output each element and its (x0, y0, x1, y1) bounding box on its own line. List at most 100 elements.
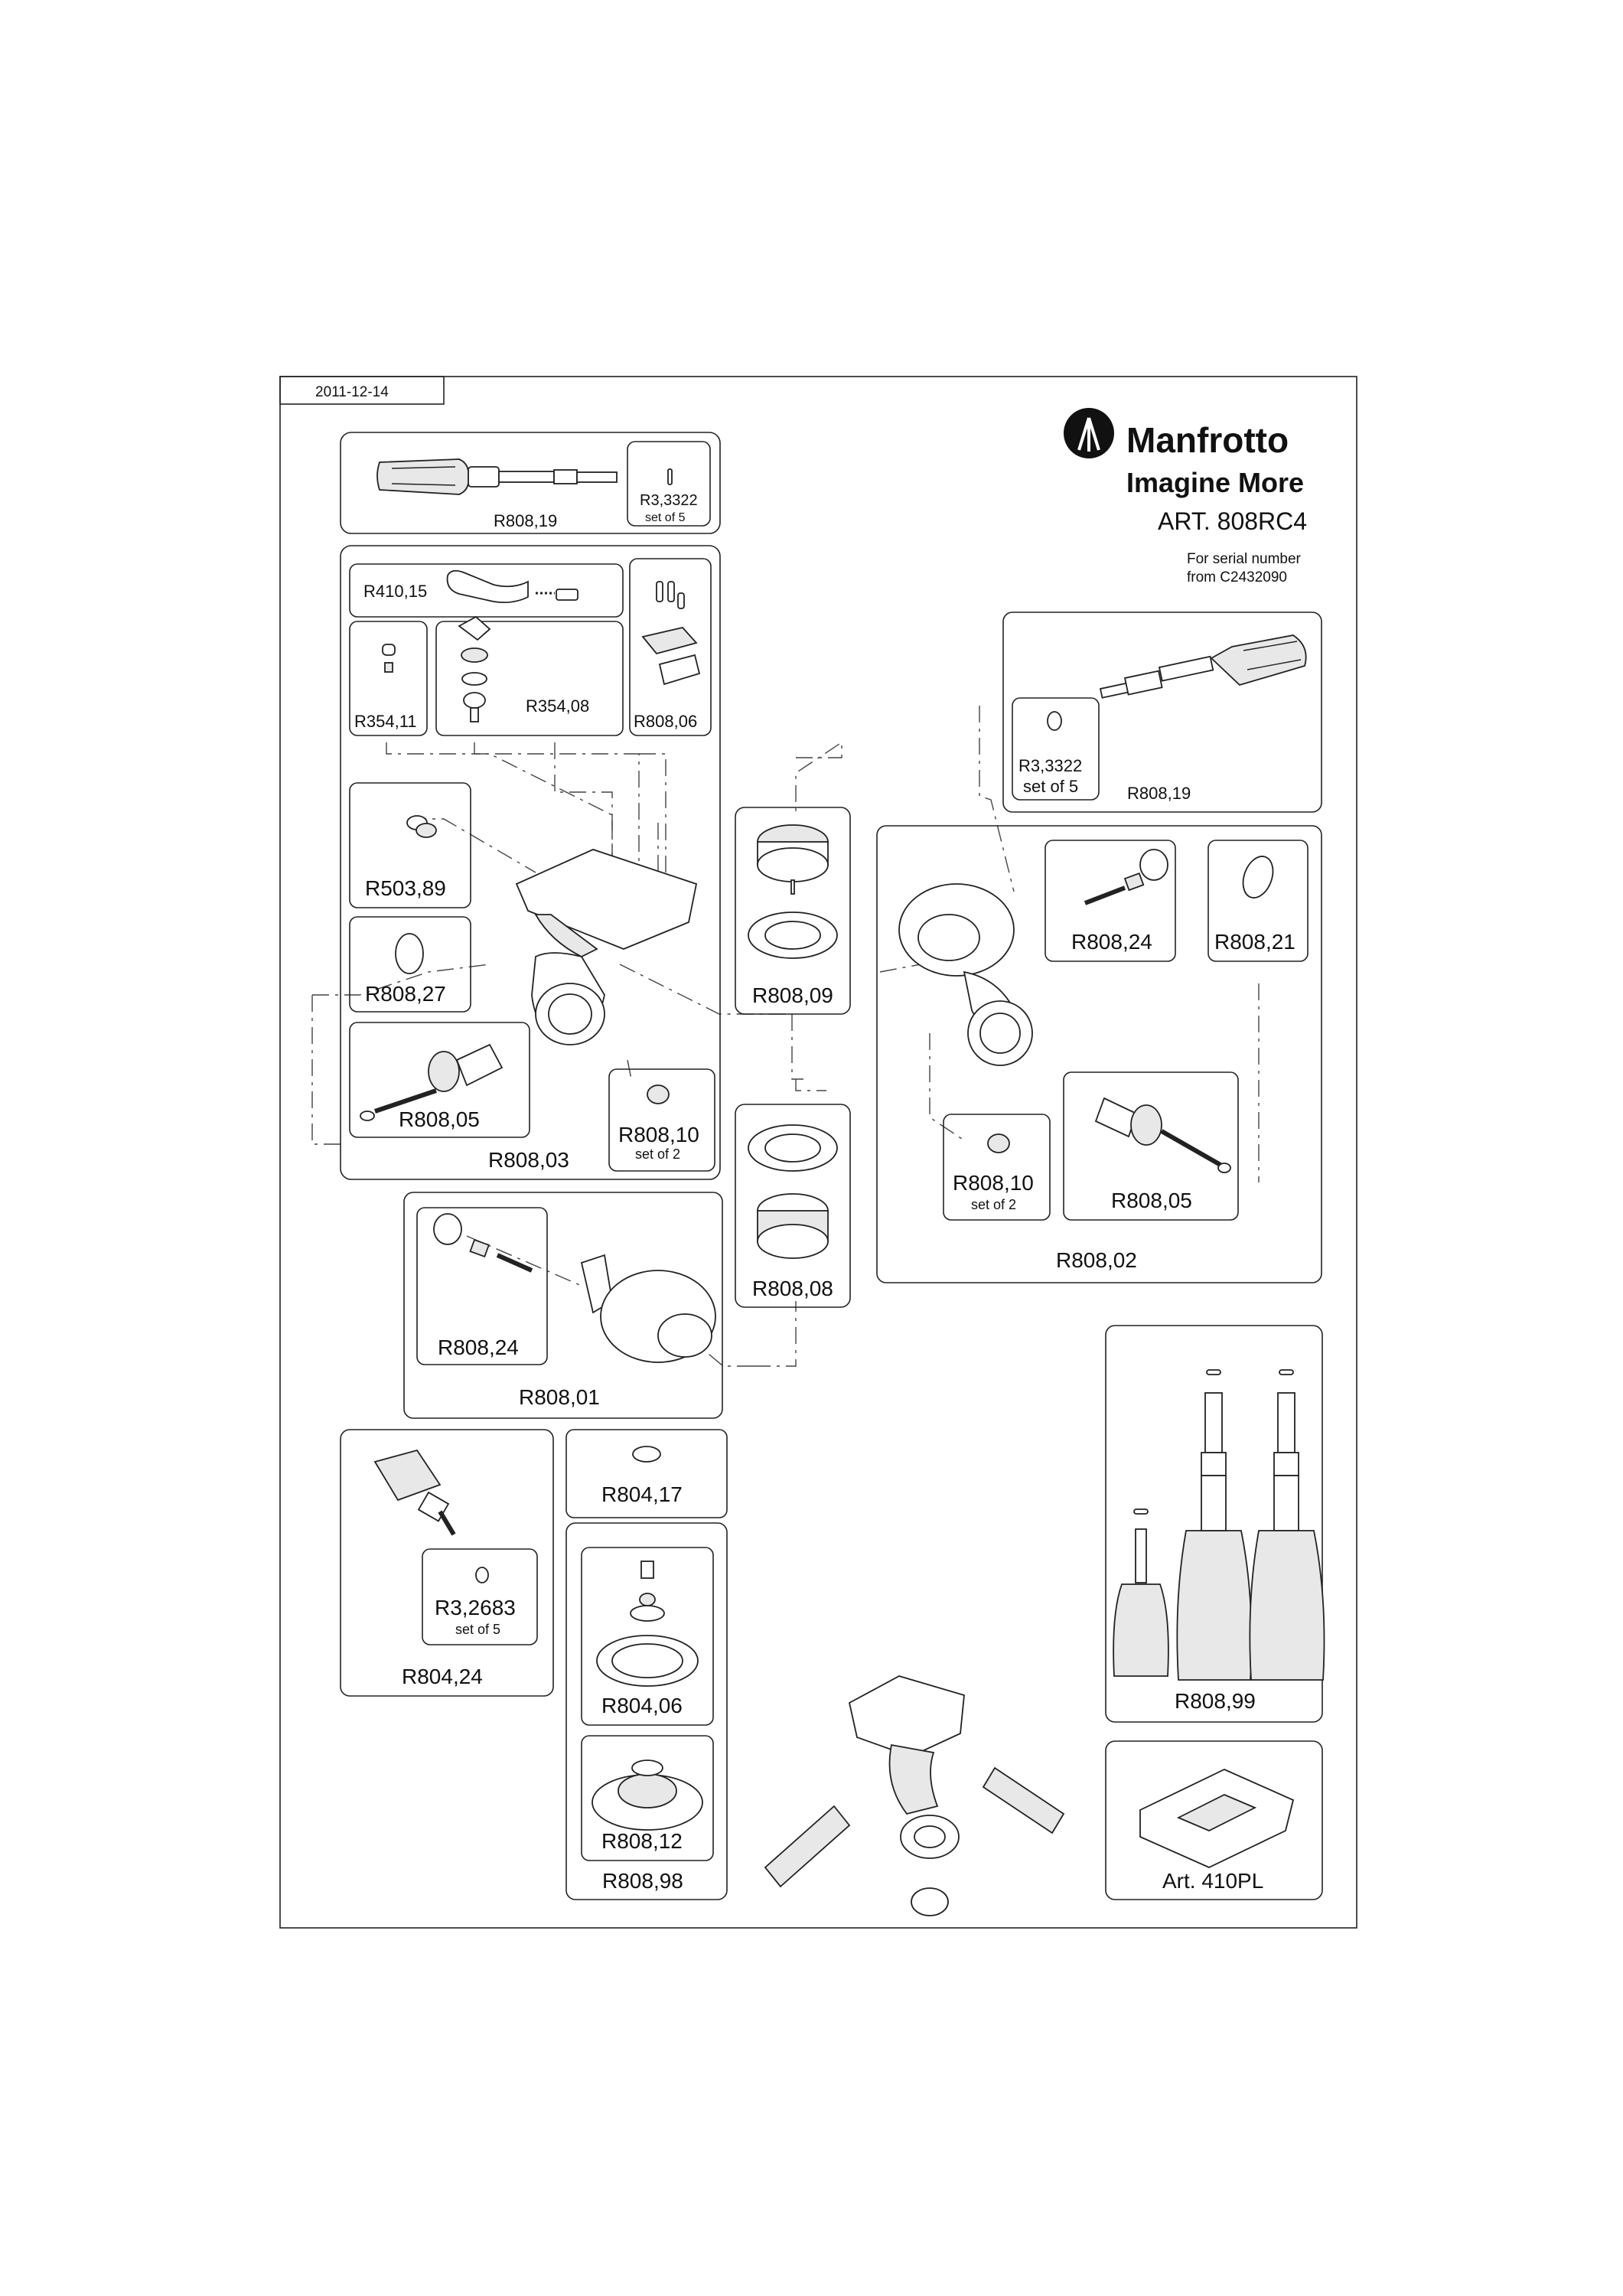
label-r808-10-left: R808,10 (618, 1123, 699, 1146)
box-r808-24-right (1045, 840, 1176, 962)
label-r503-89: R503,89 (365, 876, 446, 900)
box-r410-15 (349, 563, 624, 618)
label-r808-27: R808,27 (365, 982, 446, 1006)
lock-knob-assembly-part (458, 615, 491, 722)
release-lever-part (446, 569, 578, 604)
box-r804-24 (340, 1429, 554, 1697)
label-r808-02: R808,02 (1056, 1248, 1137, 1272)
label-r354-08: R354,08 (526, 696, 589, 716)
quick-release-platform-part (515, 849, 698, 1045)
label-set5-right: set of 5 (1023, 777, 1078, 796)
box-r3-3322-right (1012, 697, 1100, 801)
ring-r808-09-part (748, 824, 838, 959)
base-plate-r808-12-part (592, 1760, 703, 1831)
date-tab (279, 376, 445, 405)
label-r808-21: R808,21 (1214, 930, 1295, 954)
tilt-body-part (898, 883, 1033, 1066)
label-r808-08: R808,08 (752, 1277, 833, 1300)
box-r808-05-left (349, 1022, 530, 1138)
label-r808-19-right: R808,19 (1127, 784, 1191, 803)
box-r808-12 (581, 1735, 714, 1861)
serial-line-2: from C2432090 (1187, 569, 1287, 585)
clamp-block-part (641, 581, 701, 686)
label-r808-01: R808,01 (519, 1385, 600, 1409)
label-r808-05-left: R808,05 (399, 1107, 480, 1131)
box-r808-19-right (1002, 612, 1322, 813)
sheet-frame (279, 376, 1357, 1929)
assembled-head-illustration (764, 1675, 1065, 1916)
label-r808-24-right: R808,24 (1071, 930, 1152, 954)
label-r808-24-mid: R808,24 (438, 1336, 519, 1359)
lock-knob-r804-24-part (373, 1449, 456, 1536)
label-r804-17: R804,17 (601, 1482, 683, 1506)
date-label: 2011-12-14 (315, 384, 389, 400)
box-r354-08 (435, 621, 624, 736)
brand-tagline: Imagine More (1126, 467, 1304, 498)
box-r804-17 (565, 1429, 728, 1518)
label-r808-12: R808,12 (601, 1829, 683, 1853)
box-art-410pl (1105, 1740, 1323, 1900)
button-r808-10-right-part (987, 1133, 1010, 1153)
box-r3-3322-top (627, 441, 711, 527)
label-r808-03: R808,03 (488, 1148, 569, 1172)
knob-nut-part (406, 815, 437, 838)
box-r808-01 (403, 1192, 723, 1419)
box-r808-06 (629, 558, 712, 736)
label-r3-2683: R3,2683 (435, 1596, 516, 1619)
handles-r808-99-part (1113, 1369, 1325, 1681)
box-r808-08 (735, 1104, 851, 1308)
box-r804-06 (581, 1547, 714, 1726)
box-r808-10-left (608, 1068, 715, 1172)
box-r808-27 (349, 916, 471, 1013)
label-r808-99: R808,99 (1175, 1689, 1256, 1713)
box-r808-21 (1207, 840, 1309, 962)
small-pin-top-part (667, 468, 673, 485)
box-r808-09 (735, 807, 851, 1015)
o-ring-right-part (1047, 711, 1062, 731)
label-r804-06: R804,06 (601, 1694, 683, 1717)
manfrotto-logo: Manfrotto (1064, 408, 1289, 460)
box-r354-11 (349, 621, 428, 736)
box-r808-24-mid (416, 1207, 548, 1365)
label-art-410pl: Art. 410PL (1162, 1869, 1263, 1893)
o-ring-r3-2683-part (475, 1567, 489, 1583)
label-r808-09: R808,09 (752, 983, 833, 1007)
label-r3-3322-right: R3,3322 (1018, 756, 1082, 775)
label-r808-98: R808,98 (602, 1869, 683, 1893)
disc-r808-27-part (395, 933, 424, 974)
knob-screw-mid-part (433, 1213, 533, 1273)
serial-line-1: For serial number (1187, 551, 1302, 567)
box-r503-89 (349, 782, 471, 908)
grub-screw-part (382, 644, 396, 673)
base-screw-r804-06-part (596, 1561, 699, 1687)
label-set5-bottom: set of 5 (455, 1622, 500, 1637)
knob-screw-right-part (1084, 849, 1168, 905)
label-r808-10-right: R808,10 (953, 1171, 1034, 1195)
label-r808-06: R808,06 (634, 712, 697, 731)
axle-assembly-left-part (360, 1043, 504, 1121)
plate-410pl-part (1139, 1769, 1295, 1868)
label-set5-top: set of 5 (645, 511, 686, 524)
axle-assembly-right-part (1094, 1097, 1231, 1173)
label-r3-3322-top: R3,3322 (640, 492, 698, 509)
label-r410-15: R410,15 (363, 582, 427, 601)
label-set2-right: set of 2 (971, 1197, 1016, 1212)
ring-r808-08-part (748, 1124, 838, 1259)
button-r808-10-left-part (647, 1084, 670, 1104)
box-r808-99 (1105, 1325, 1323, 1723)
pan-handle-right-part (1099, 634, 1307, 699)
box-r808-05-right (1063, 1071, 1239, 1221)
box-r808-19-top (340, 432, 721, 534)
label-r808-05-right: R808,05 (1111, 1189, 1192, 1212)
label-r808-19-top: R808,19 (494, 511, 557, 530)
label-r804-24: R804,24 (402, 1665, 483, 1688)
disc-r804-17-part (632, 1446, 661, 1463)
disc-r808-21-part (1242, 856, 1274, 899)
box-r3-2683 (422, 1548, 538, 1645)
box-r808-10-right (943, 1114, 1051, 1221)
brand-name: Manfrotto (1126, 420, 1289, 460)
article-number: ART. 808RC4 (1158, 507, 1307, 535)
label-r354-11: R354,11 (354, 712, 417, 731)
box-r808-98 (565, 1522, 728, 1900)
